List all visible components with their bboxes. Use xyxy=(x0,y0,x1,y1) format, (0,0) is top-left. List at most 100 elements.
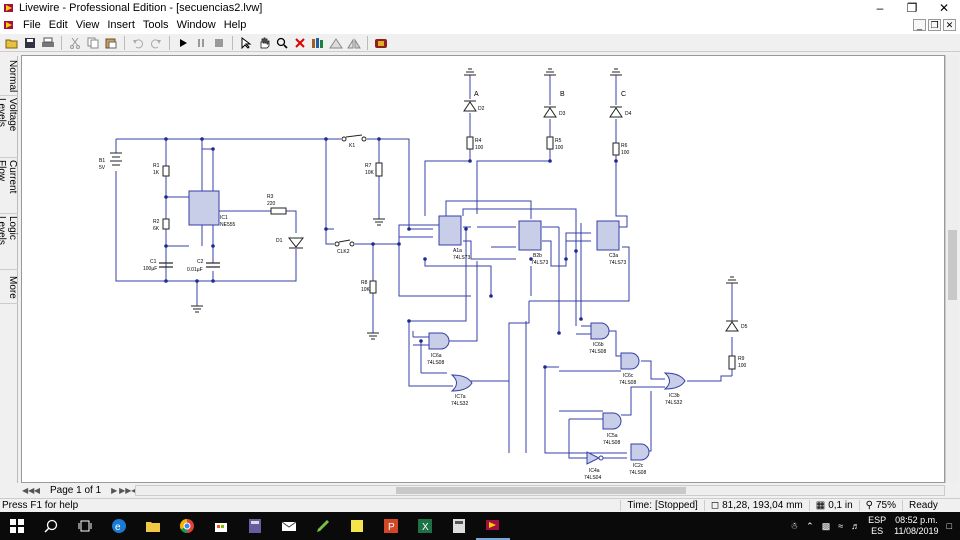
tab-logic-levels[interactable]: Logic Levels xyxy=(0,214,18,270)
tab-more[interactable]: More xyxy=(0,270,18,304)
tab-normal[interactable]: Normal xyxy=(0,56,18,96)
wifi-icon[interactable]: ≈ xyxy=(838,521,844,531)
clock[interactable]: 08:52 p.m. 11/08/2019 xyxy=(894,515,938,537)
r9-label: R9 xyxy=(738,356,745,362)
flip-icon[interactable] xyxy=(346,35,362,51)
c2-value: 0.01µF xyxy=(187,267,203,273)
task-view-icon[interactable] xyxy=(68,512,102,540)
doc-minimize-button[interactable]: _ xyxy=(913,19,926,31)
pencil-app-icon[interactable] xyxy=(306,512,340,540)
sticky-notes-icon[interactable] xyxy=(340,512,374,540)
scroll-left-icon[interactable]: ◀ xyxy=(129,486,139,495)
vertical-scroll-thumb[interactable] xyxy=(948,230,957,300)
delete-icon[interactable] xyxy=(292,35,308,51)
mail-icon[interactable] xyxy=(272,512,306,540)
ic6a-value: 74LS08 xyxy=(427,360,444,366)
toolbar-separator xyxy=(124,35,125,50)
rotate-icon[interactable] xyxy=(328,35,344,51)
pause-icon[interactable] xyxy=(193,35,209,51)
calculator-app-icon[interactable] xyxy=(238,512,272,540)
network-icon[interactable]: ▩ xyxy=(821,520,831,531)
play-icon[interactable] xyxy=(175,35,191,51)
ic6c-value: 74LS08 xyxy=(619,380,636,386)
probe-icon[interactable] xyxy=(310,35,326,51)
select-icon[interactable] xyxy=(238,35,254,51)
open-icon[interactable] xyxy=(4,35,20,51)
menu-help[interactable]: Help xyxy=(223,19,247,31)
menu-tools[interactable]: Tools xyxy=(142,19,169,31)
a1a-value: 74LS73 xyxy=(453,255,470,261)
prev-page-icon[interactable]: ◀ xyxy=(33,485,41,495)
r4-label: R4 xyxy=(475,138,482,144)
hand-icon[interactable] xyxy=(256,35,272,51)
people-icon[interactable]: ☃ xyxy=(790,520,799,531)
toolbar-separator xyxy=(61,35,62,50)
first-page-icon[interactable]: ◀◀ xyxy=(22,485,35,495)
doc-icon[interactable] xyxy=(3,19,15,31)
print-icon[interactable] xyxy=(40,35,56,51)
svg-text:P: P xyxy=(388,522,395,533)
menu-insert[interactable]: Insert xyxy=(107,19,135,31)
undo-icon[interactable] xyxy=(130,35,146,51)
menu-file[interactable]: File xyxy=(23,19,41,31)
stop-icon[interactable] xyxy=(211,35,227,51)
status-grid: ▦ 0,1 in xyxy=(808,500,859,511)
copy-icon[interactable] xyxy=(85,35,101,51)
redo-icon[interactable] xyxy=(148,35,164,51)
minimize-button[interactable]: – xyxy=(876,1,884,15)
b1-value: 5V xyxy=(99,165,106,171)
search-icon[interactable] xyxy=(34,512,68,540)
file-explorer-icon[interactable] xyxy=(136,512,170,540)
clock-time: 08:52 p.m. xyxy=(895,515,938,525)
tab-current-flow[interactable]: Current Flow xyxy=(0,158,18,214)
k1-label: K1 xyxy=(349,143,355,149)
r2-value: 6K xyxy=(153,226,160,232)
coords-value: 81,28, 193,04 mm xyxy=(722,500,803,511)
schematic-canvas[interactable]: B1 5V R1 1K R2 6K R3 220 R7 10K R8 10K R… xyxy=(21,55,945,483)
powerpoint-icon[interactable]: P xyxy=(374,512,408,540)
show-hidden-icons[interactable]: ⌃ xyxy=(806,520,814,531)
volume-icon[interactable]: ♬ xyxy=(851,521,861,531)
ic2c-value: 74LS08 xyxy=(629,470,646,476)
status-time: Time: [Stopped] xyxy=(620,500,703,511)
start-icon[interactable] xyxy=(0,512,34,540)
last-page-icon[interactable]: ▶▶ xyxy=(119,485,132,495)
component-icon[interactable] xyxy=(373,35,389,51)
notification-icon[interactable]: □ xyxy=(946,521,952,531)
tab-voltage-levels[interactable]: Voltage Levels xyxy=(0,96,18,158)
ic3b-value: 74LS32 xyxy=(665,400,682,406)
horizontal-scroll-thumb[interactable] xyxy=(396,487,686,494)
next-page-icon[interactable]: ▶ xyxy=(111,485,118,495)
menu-view[interactable]: View xyxy=(75,19,100,31)
menu-window[interactable]: Window xyxy=(176,19,216,31)
paste-icon[interactable] xyxy=(103,35,119,51)
menu-edit[interactable]: Edit xyxy=(48,19,68,31)
save-icon[interactable] xyxy=(22,35,38,51)
language-indicator[interactable]: ESP ES xyxy=(868,515,886,537)
store-icon[interactable] xyxy=(204,512,238,540)
vertical-scrollbar[interactable] xyxy=(945,55,958,483)
r6-label: R6 xyxy=(621,143,628,149)
status-zoom: ⚲ 75% xyxy=(858,500,902,511)
zoom-icon[interactable] xyxy=(274,35,290,51)
svg-text:e: e xyxy=(115,522,121,533)
edge-icon[interactable]: e xyxy=(102,512,136,540)
doc-restore-button[interactable]: ❐ xyxy=(928,19,941,31)
excel-icon[interactable]: X xyxy=(408,512,442,540)
circuit-schematic[interactable]: B1 5V R1 1K R2 6K R3 220 R7 10K R8 10K R… xyxy=(22,56,945,483)
chrome-icon[interactable] xyxy=(170,512,204,540)
c1-value: 100µF xyxy=(143,266,157,272)
toolbar-separator xyxy=(367,35,368,50)
cut-icon[interactable] xyxy=(67,35,83,51)
horizontal-scrollbar[interactable] xyxy=(135,485,945,496)
doc-close-button[interactable]: ✕ xyxy=(943,19,956,31)
restore-button[interactable]: ❐ xyxy=(906,1,918,15)
r8-value: 10K xyxy=(361,287,371,293)
d5-label: D5 xyxy=(741,324,748,330)
livewire-taskbar-icon[interactable] xyxy=(476,512,510,540)
close-button[interactable]: ✕ xyxy=(938,1,950,15)
grid-value: 0,1 in xyxy=(828,500,853,511)
calculator-icon[interactable] xyxy=(442,512,476,540)
r1-value: 1K xyxy=(153,170,160,176)
led-c-label: C xyxy=(621,91,626,98)
